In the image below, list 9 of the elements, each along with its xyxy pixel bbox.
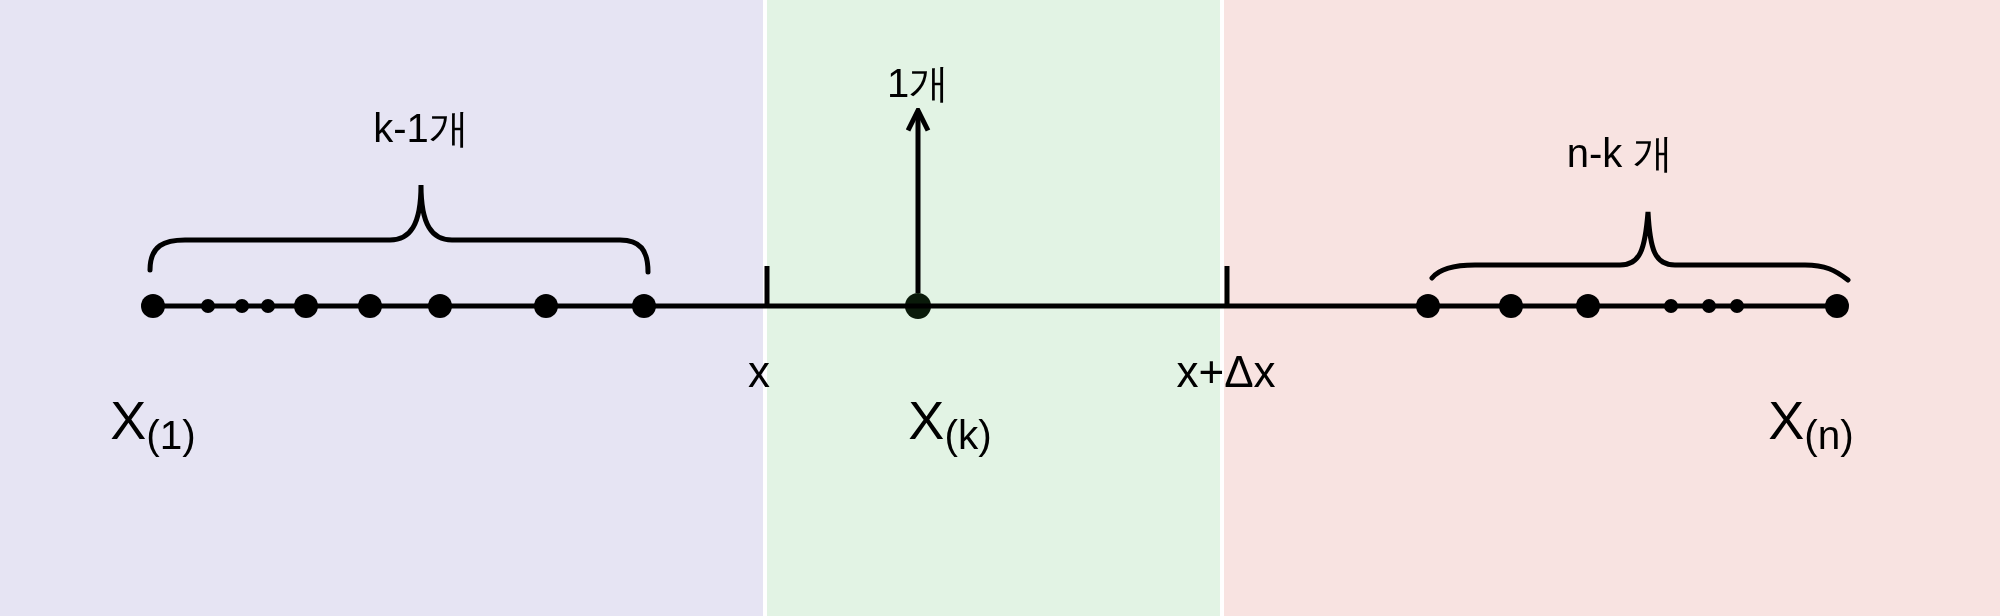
boundary-label: x (748, 346, 770, 398)
count-label: 1개 (886, 53, 950, 113)
count-label: k-1개 (373, 105, 469, 152)
order-statistic-label: X$_{(n)}$ (1768, 388, 1854, 460)
count-label: n-k 개 (1566, 130, 1674, 177)
arrow (905, 108, 931, 293)
order-statistic-label: X$_{(1)}$ (110, 388, 196, 460)
order-statistic-label: X$_{(k)}$ (908, 388, 992, 460)
boundary-label: x+Δx (1176, 346, 1276, 398)
